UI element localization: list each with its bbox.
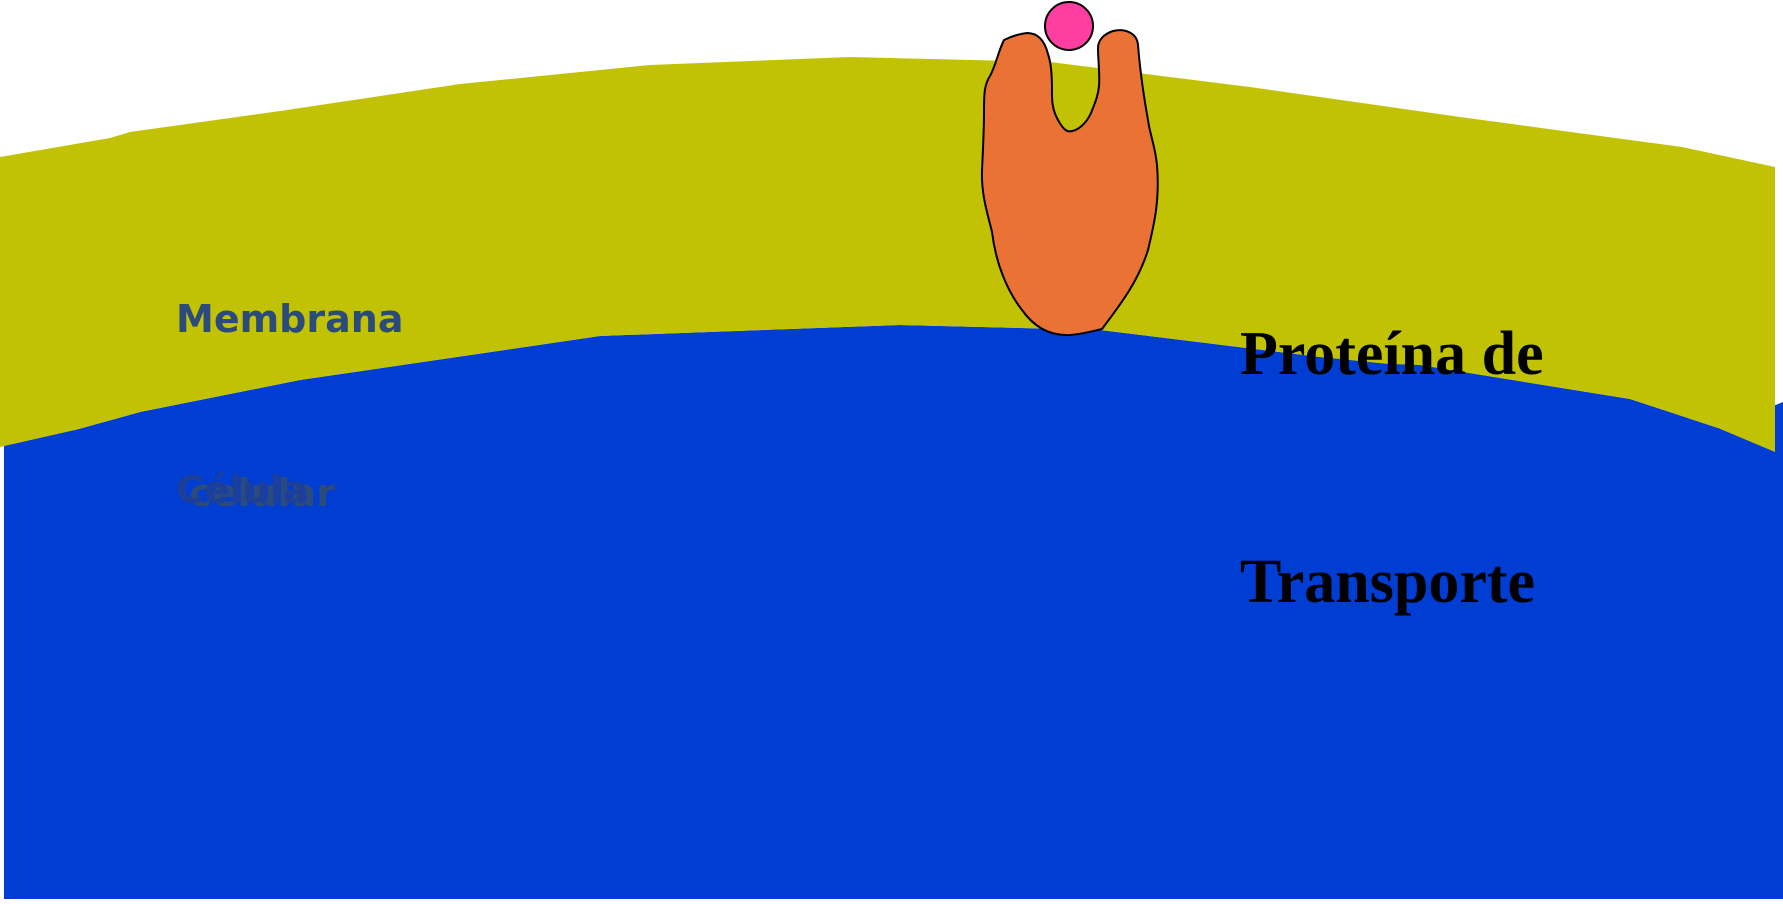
cell-label: Célula: [176, 466, 308, 514]
protein-label-line1: Proteína de: [1240, 316, 1544, 392]
membrane-label-line1: Membrana: [176, 290, 403, 348]
protein-label-line2: Transporte: [1240, 544, 1544, 620]
transported-molecule: [1045, 2, 1093, 50]
membrane-label: Membrana celular: [176, 174, 403, 638]
protein-label: Proteína de Transporte: [1240, 164, 1544, 772]
